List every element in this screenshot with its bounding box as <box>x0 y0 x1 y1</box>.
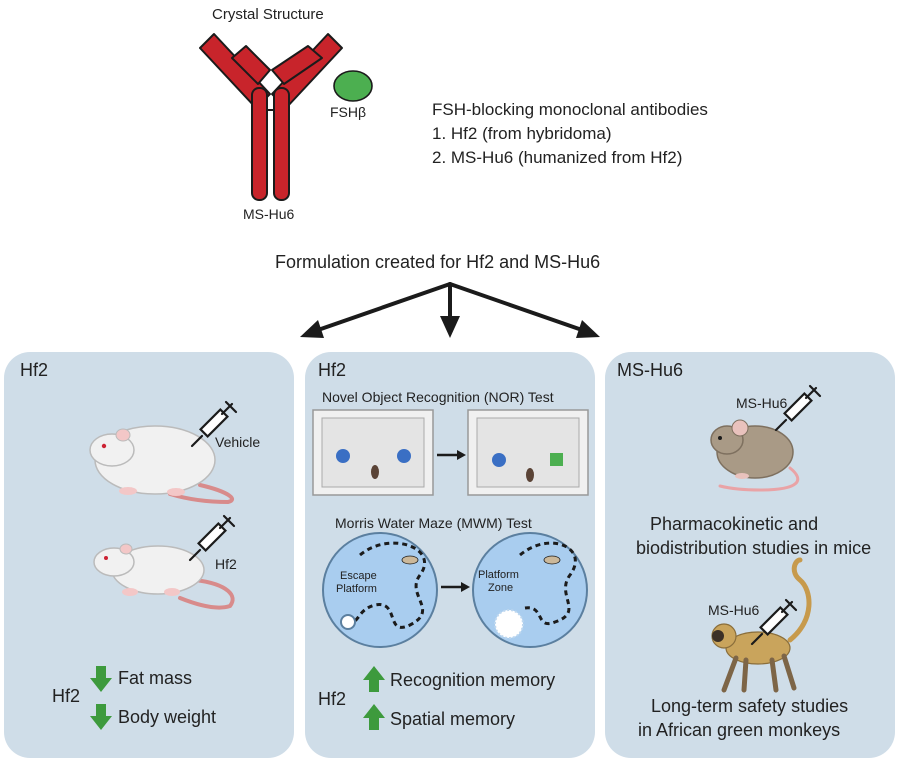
platform-zone-icon <box>494 609 524 639</box>
mouse-ms-hu6-label: MS-Hu6 <box>736 395 788 411</box>
nor-mouse-icon <box>371 465 379 479</box>
right-panel-title: MS-Hu6 <box>617 360 684 380</box>
left-panel-title: Hf2 <box>20 360 49 380</box>
vehicle-label: Vehicle <box>215 434 261 450</box>
safety-study-line-1: Long-term safety studies <box>651 696 849 716</box>
antibodies-title: FSH-blocking monoclonal antibodies <box>432 100 708 119</box>
pk-study-line-2: biodistribution studies in mice <box>636 538 872 558</box>
platform-zone-label-2: Zone <box>488 582 514 594</box>
monkey-ms-hu6-label: MS-Hu6 <box>708 602 760 618</box>
left-treatment-label: Hf2 <box>52 686 81 706</box>
nor-familiar-object <box>492 453 506 467</box>
mwm-rat-icon <box>401 555 419 565</box>
escape-platform-icon <box>340 614 356 630</box>
nor-object-circle <box>397 449 411 463</box>
formulation-text: Formulation created for Hf2 and MS-Hu6 <box>275 252 601 272</box>
hf2-injection-label: Hf2 <box>215 556 237 572</box>
right-panel <box>605 352 895 758</box>
outcome-fat-mass: Fat mass <box>118 668 193 688</box>
nor-novel-object <box>550 453 563 466</box>
middle-treatment-label: Hf2 <box>318 689 347 709</box>
fsh-beta-icon <box>333 70 373 102</box>
nor-mouse-icon <box>526 468 534 482</box>
antibody-item-1: 1. Hf2 (from hybridoma) <box>432 124 612 143</box>
outcome-spatial-memory: Spatial memory <box>390 709 516 729</box>
outcome-recognition-memory: Recognition memory <box>390 670 556 690</box>
mwm-rat-icon <box>543 555 561 565</box>
antibody-ms-hu6-label: MS-Hu6 <box>243 206 295 222</box>
mwm-test-title: Morris Water Maze (MWM) Test <box>335 515 532 531</box>
nor-object-circle <box>336 449 350 463</box>
antibody-item-2: 2. MS-Hu6 (humanized from Hf2) <box>432 148 683 167</box>
platform-zone-label-1: Platform <box>478 569 519 581</box>
safety-study-line-2: in African green monkeys <box>638 720 841 740</box>
middle-panel-title: Hf2 <box>318 360 347 380</box>
escape-platform-label-1: Escape <box>340 570 377 582</box>
escape-platform-label-2: Platform <box>336 583 377 595</box>
pk-study-line-1: Pharmacokinetic and <box>650 514 819 534</box>
nor-test-title: Novel Object Recognition (NOR) Test <box>322 389 554 405</box>
outcome-body-weight: Body weight <box>118 707 217 727</box>
fsh-beta-label: FSHβ <box>330 104 367 120</box>
crystal-structure-label: Crystal Structure <box>212 6 324 23</box>
